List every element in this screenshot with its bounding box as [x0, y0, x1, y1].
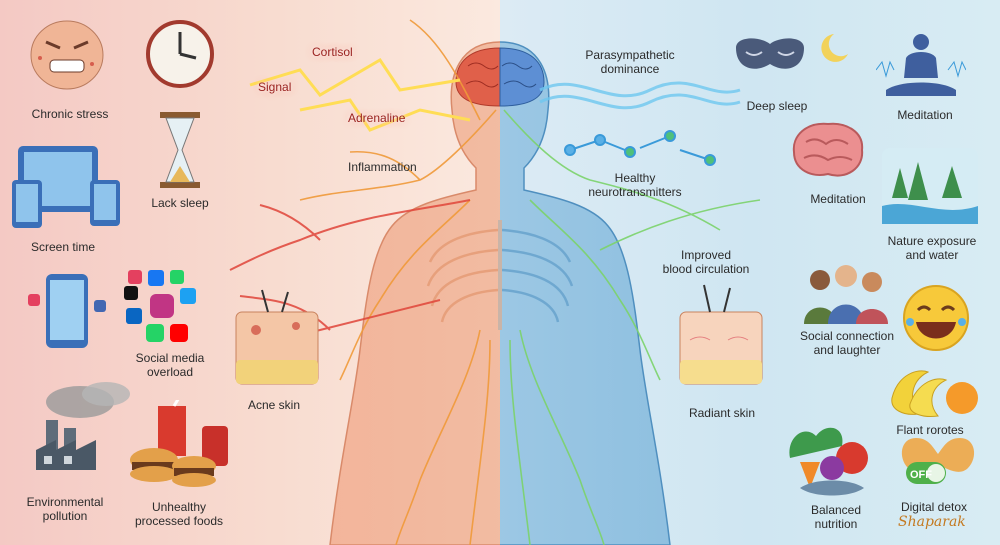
angry-face-icon	[30, 20, 104, 90]
screen-time-label: Screen time	[30, 240, 96, 254]
chronic-stress-label: Chronic stress	[31, 107, 109, 121]
meditation-top-label: Meditation	[897, 108, 953, 122]
brain-icon	[455, 47, 545, 107]
factory-icon	[36, 382, 130, 470]
hourglass-icon	[160, 112, 200, 188]
inflammation-label: Inflammation	[348, 160, 417, 174]
off-switch-icon: OFF	[901, 438, 975, 484]
devices-icon	[12, 146, 120, 228]
ribcage	[426, 220, 574, 330]
lack-sleep-label: Lack sleep	[151, 196, 209, 210]
signal-label: Signal	[258, 80, 292, 94]
acne-skin-label: Acne skin	[248, 398, 301, 412]
social-connection-label: Social connection and laughter	[799, 329, 895, 357]
calm-nerve-network	[503, 109, 761, 545]
parasympathetic-label: Parasympathetic dominance	[585, 48, 675, 76]
deep-sleep-label: Deep sleep	[746, 99, 808, 113]
burger-soda-icon	[130, 400, 228, 487]
adrenaline-label: Adrenaline	[348, 111, 406, 125]
sleep-mask-icon	[736, 34, 848, 69]
vegetables-icon	[789, 427, 868, 496]
meditation-brain-label: Meditation	[810, 192, 866, 206]
clock-icon	[146, 20, 214, 88]
brain-icon	[792, 122, 864, 177]
fruit-icon	[891, 370, 978, 417]
unhealthy-food-label: Unhealthy processed foods	[134, 500, 224, 528]
forest-icon	[882, 148, 978, 224]
off-switch-text: OFF	[910, 469, 932, 481]
plant-label: Flant rorotes	[896, 423, 964, 437]
people-icon	[804, 265, 888, 324]
social-media-overload-label: Social media overload	[135, 351, 205, 379]
human-body-silhouette	[329, 41, 671, 545]
calm-blue-waves	[539, 81, 741, 110]
watermark-text: Shaparak	[898, 514, 966, 530]
cortisol-label: Cortisol	[312, 45, 353, 59]
digital-detox-label: Digital detox	[900, 500, 968, 514]
circulation-label: Improved blood circulation	[662, 248, 750, 276]
stress-signal-bolts	[249, 57, 471, 132]
balanced-nutrition-label: Balanced nutrition	[810, 503, 862, 531]
radiant-skin-block	[679, 284, 763, 385]
acne-skin-block	[235, 289, 319, 385]
meditation-icon	[876, 34, 966, 96]
laughing-emoji-icon	[903, 285, 969, 351]
nature-exposure-label: Nature exposure and water	[887, 234, 977, 262]
neurotransmitters-label: Healthy neurotransmitters	[588, 171, 682, 199]
neurotransmitter-molecules	[564, 130, 716, 166]
stress-nerve-network	[299, 19, 497, 545]
social-media-icon	[28, 270, 196, 348]
environmental-pollution-label: Environmental pollution	[26, 495, 104, 523]
radiant-skin-label: Radiant skin	[688, 406, 756, 420]
